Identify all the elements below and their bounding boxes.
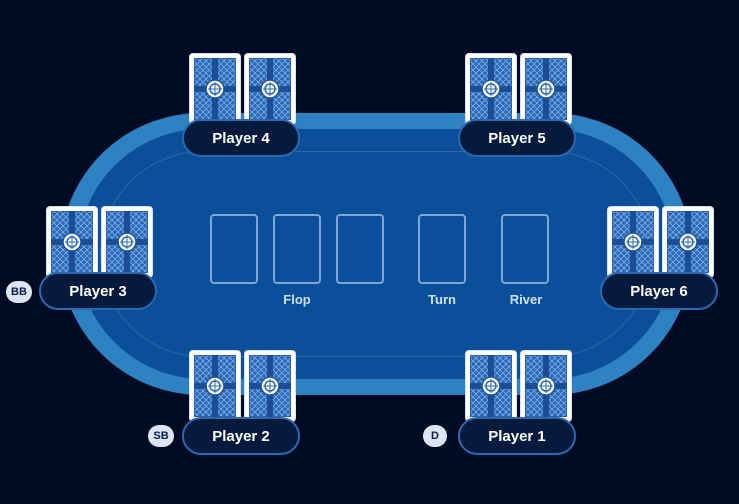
player-1-name: Player 1 xyxy=(488,427,546,445)
card-back-icon xyxy=(106,211,148,273)
player-1-card-1 xyxy=(466,351,516,421)
player-1-card-2 xyxy=(521,351,571,421)
player-6-card-1 xyxy=(608,207,658,277)
small-blind-badge: SB xyxy=(148,425,174,447)
card-back-icon xyxy=(470,355,512,417)
card-back-icon xyxy=(249,58,291,120)
player-2-card-1 xyxy=(190,351,240,421)
player-2-card-2 xyxy=(245,351,295,421)
player-4-seat[interactable]: Player 4 xyxy=(182,119,300,157)
card-back-icon xyxy=(194,58,236,120)
river-card-slot xyxy=(501,214,549,284)
player-2-seat[interactable]: Player 2 xyxy=(182,417,300,455)
player-6-name: Player 6 xyxy=(630,282,688,300)
turn-card-slot xyxy=(418,214,466,284)
player-1-seat[interactable]: Player 1 xyxy=(458,417,576,455)
card-back-icon xyxy=(525,58,567,120)
player-5-name: Player 5 xyxy=(488,129,546,147)
flop-card-slot-1 xyxy=(210,214,258,284)
player-5-card-2 xyxy=(521,54,571,124)
player-5-card-1 xyxy=(466,54,516,124)
player-4-card-2 xyxy=(245,54,295,124)
player-3-card-2 xyxy=(102,207,152,277)
card-back-icon xyxy=(667,211,709,273)
card-back-icon xyxy=(612,211,654,273)
card-back-icon xyxy=(194,355,236,417)
player-2-name: Player 2 xyxy=(212,427,270,445)
player-4-card-1 xyxy=(190,54,240,124)
turn-label: Turn xyxy=(428,292,456,307)
dealer-button-badge: D xyxy=(423,425,447,447)
player-3-seat[interactable]: Player 3 xyxy=(39,272,157,310)
player-6-card-2 xyxy=(663,207,713,277)
flop-card-slot-2 xyxy=(273,214,321,284)
card-back-icon xyxy=(470,58,512,120)
card-back-icon xyxy=(525,355,567,417)
flop-card-slot-3 xyxy=(336,214,384,284)
river-label: River xyxy=(509,292,543,307)
player-4-name: Player 4 xyxy=(212,129,270,147)
player-6-seat[interactable]: Player 6 xyxy=(600,272,718,310)
player-3-card-1 xyxy=(47,207,97,277)
player-5-seat[interactable]: Player 5 xyxy=(458,119,576,157)
player-3-name: Player 3 xyxy=(69,282,127,300)
card-back-icon xyxy=(51,211,93,273)
card-back-icon xyxy=(249,355,291,417)
flop-label: Flop xyxy=(283,292,311,307)
big-blind-badge: BB xyxy=(6,281,32,303)
